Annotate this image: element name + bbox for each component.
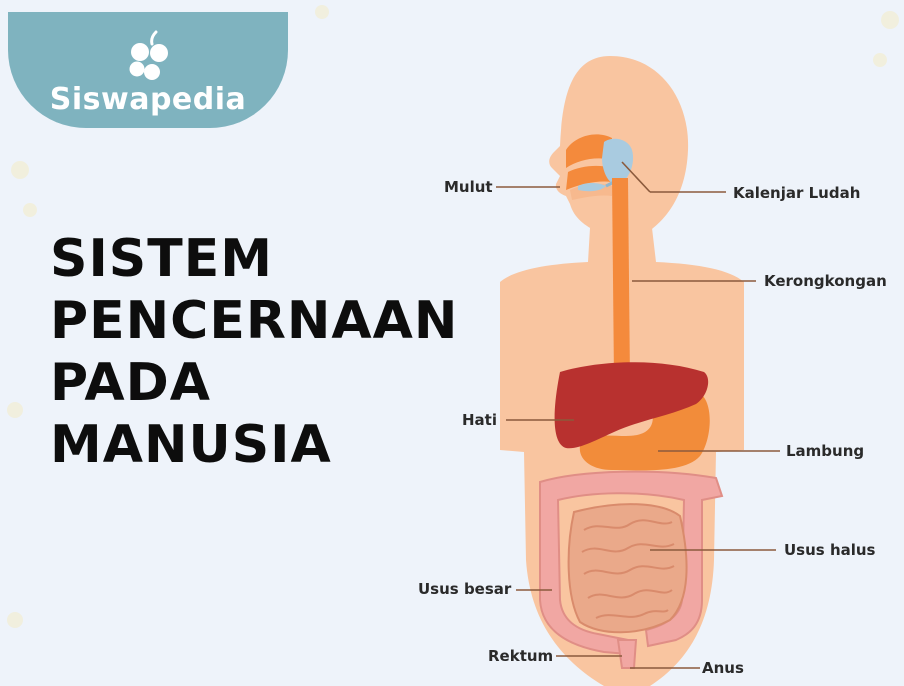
label-kalenjar-ludah: Kalenjar Ludah (733, 184, 860, 202)
esophagus (612, 178, 630, 380)
label-anus: Anus (702, 659, 744, 677)
label-rektum: Rektum (488, 647, 553, 665)
label-usus-halus: Usus halus (784, 541, 876, 559)
label-hati: Hati (462, 411, 497, 429)
label-lambung: Lambung (786, 442, 864, 460)
label-kerongkongan: Kerongkongan (764, 272, 887, 290)
label-usus-besar: Usus besar (418, 580, 511, 598)
label-mulut: Mulut (444, 178, 493, 196)
rectum (618, 640, 636, 668)
